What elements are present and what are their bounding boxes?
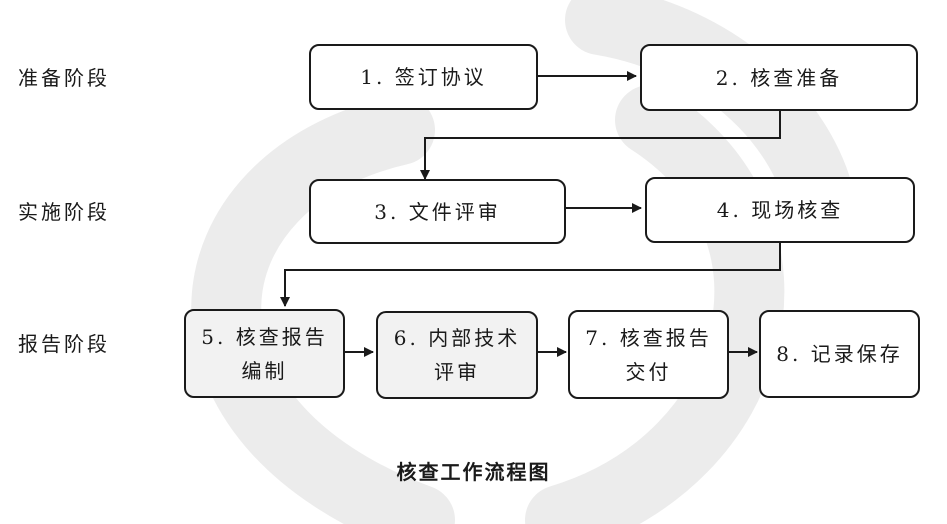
step-2-box: 2. 核查准备 <box>640 44 918 111</box>
diagram-caption: 核查工作流程图 <box>396 460 551 484</box>
step-8-box: 8. 记录保存 <box>759 310 920 398</box>
arrow-4-5 <box>280 242 781 307</box>
step-6-label: 6. 内部技术 评审 <box>393 326 521 384</box>
step-4-box: 4. 现场核查 <box>645 177 915 243</box>
step-5-label: 5. 核查报告 编制 <box>201 324 328 383</box>
phase-label-impl: 实施阶段 <box>18 200 110 224</box>
phase-label-prep: 准备阶段 <box>18 66 110 90</box>
step-1-label: 1. 签订协议 <box>360 65 487 89</box>
step-8-label: 8. 记录保存 <box>776 342 903 366</box>
step-5-box: 5. 核查报告 编制 <box>184 309 345 398</box>
arrow-2-3 <box>420 111 781 180</box>
phase-label-report: 报告阶段 <box>18 332 110 356</box>
step-2-label: 2. 核查准备 <box>715 65 843 90</box>
step-3-box: 3. 文件评审 <box>309 179 566 244</box>
step-3-label: 3. 文件评审 <box>374 199 501 224</box>
step-7-label: 7. 核查报告 交付 <box>585 325 712 384</box>
step-1-box: 1. 签订协议 <box>309 44 538 110</box>
step-6-box: 6. 内部技术 评审 <box>376 311 538 399</box>
step-4-label: 4. 现场核查 <box>716 198 844 222</box>
step-7-box: 7. 核查报告 交付 <box>568 310 729 399</box>
